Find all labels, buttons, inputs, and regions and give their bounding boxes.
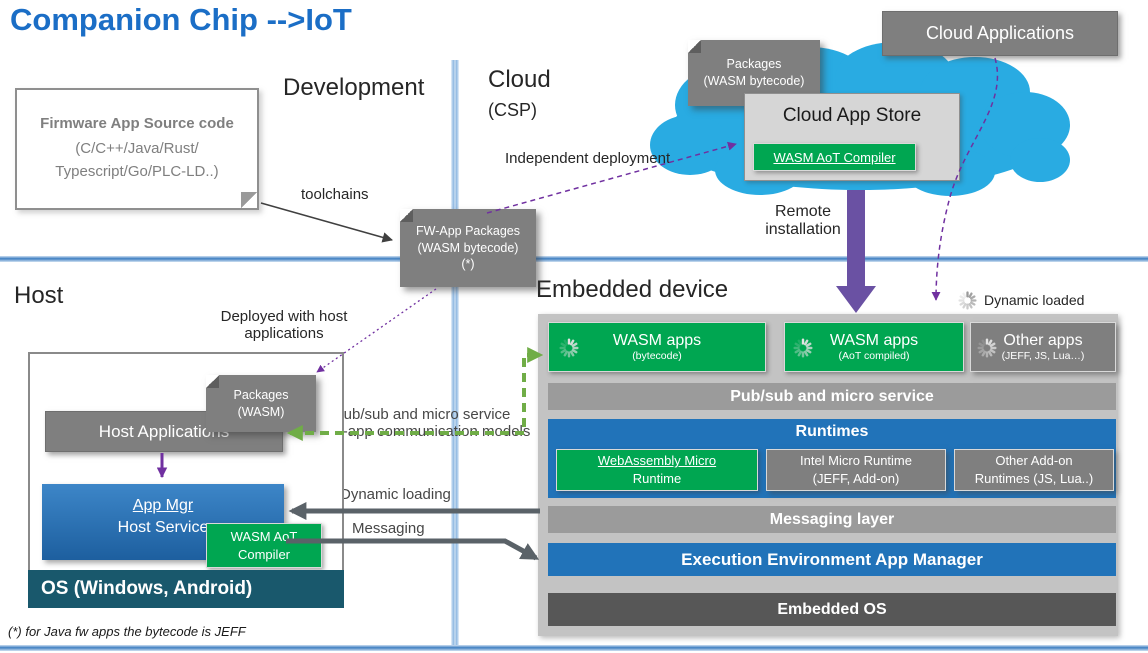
intel-micro-runtime-label: Intel Micro Runtime (JEFF, Add-on) [800, 453, 912, 486]
cloud-applications-label: Cloud Applications [925, 23, 1075, 43]
other-apps-title: Other apps [1003, 331, 1083, 349]
host-service-label: Host Service [117, 519, 209, 537]
other-apps-subtitle: (JEFF, JS, Lua…) [1001, 349, 1085, 362]
spinner-icon [977, 338, 997, 358]
page-title: Companion Chip -->IoT [10, 2, 352, 37]
messaging-layer-bar: Messaging layer [548, 506, 1116, 533]
folded-corner-icon [241, 192, 257, 208]
footnote: (*) for Java fw apps the bytecode is JEF… [8, 624, 246, 639]
other-addon-runtimes-label: Other Add-on Runtimes (JS, Lua..) [974, 453, 1094, 486]
messaging-layer-label: Messaging layer [769, 510, 895, 528]
cloud-wasm-aot-compiler-box: WASM AoT Compiler [753, 143, 916, 171]
fw-app-packages-text: FW-App Packages (WASM bytecode) (*) [416, 223, 520, 272]
embedded-os-label: Embedded OS [777, 600, 887, 618]
toolchains-arrow [260, 202, 394, 243]
fw-app-packages-note: FW-App Packages (WASM bytecode) (*) [400, 209, 536, 287]
firmware-source-languages: (C/C++/Java/Rust/ Typescript/Go/PLC-LD..… [55, 140, 219, 180]
independent-deployment-label: Independent deployment [505, 150, 671, 167]
wamr-label-line2: Runtime [632, 471, 682, 486]
spinner-icon [793, 338, 813, 358]
other-addon-runtimes-box: Other Add-on Runtimes (JS, Lua..) [954, 449, 1114, 491]
cloud-label: Cloud [488, 66, 551, 93]
cloud-app-store-label: Cloud App Store [782, 105, 922, 126]
intel-micro-runtime-box: Intel Micro Runtime (JEFF, Add-on) [766, 449, 946, 491]
dynamic-loaded-label: Dynamic loaded [984, 292, 1085, 308]
spinner-icon [958, 291, 977, 310]
webassembly-micro-runtime-box: WebAssembly Micro Runtime [556, 449, 758, 491]
bottom-border-line [0, 645, 1148, 651]
firmware-source-title: Firmware App Source code [40, 115, 234, 132]
packages-wasm-text: Packages (WASM) [233, 387, 289, 419]
messaging-label: Messaging [352, 520, 425, 537]
spinner-icon [559, 338, 579, 358]
folded-corner-icon [688, 40, 701, 53]
host-wasm-aot-compiler-label: WASM AoT Compiler [230, 528, 298, 562]
host-wasm-aot-compiler-box: WASM AoT Compiler [206, 523, 322, 568]
top-bottom-divider [0, 256, 1148, 262]
other-apps-box: Other apps (JEFF, JS, Lua…) [970, 322, 1116, 372]
wasm-apps-bytecode-title: WASM apps [612, 331, 702, 349]
app-mgr-label: App Mgr [132, 497, 194, 514]
embedded-os-bar: Embedded OS [548, 593, 1116, 626]
host-applications-label: Host Applications [98, 421, 230, 441]
runtimes-label: Runtimes [795, 423, 869, 440]
csp-label: (CSP) [488, 100, 537, 120]
cloud-applications-box: Cloud Applications [882, 11, 1118, 56]
wasm-apps-aot-box: WASM apps (AoT compiled) [784, 322, 964, 372]
wasm-apps-bytecode-subtitle: (bytecode) [632, 349, 682, 362]
cloud-wasm-aot-compiler-label: WASM AoT Compiler [773, 149, 896, 165]
pubsub-service-label: Pub/sub and micro service [730, 387, 934, 405]
pubsub-service-bar: Pub/sub and micro service [548, 383, 1116, 410]
dynamic-loading-label: Dynamic loading [340, 486, 451, 503]
execution-environment-label: Execution Environment App Manager [681, 549, 983, 569]
execution-environment-bar: Execution Environment App Manager [548, 543, 1116, 576]
wasm-apps-bytecode-box: WASM apps (bytecode) [548, 322, 766, 372]
host-label: Host [14, 282, 64, 309]
remote-installation-label: Remote installation [765, 203, 841, 238]
deployed-with-host-label: Deployed with host applications [220, 308, 348, 342]
wamr-label-line1: WebAssembly Micro [597, 453, 717, 469]
wasm-apps-aot-subtitle: (AoT compiled) [838, 349, 910, 362]
embedded-device-label: Embedded device [536, 276, 729, 303]
wasm-apps-aot-title: WASM apps [829, 331, 919, 349]
packages-wasm-bytecode-text: Packages (WASM bytecode) [703, 57, 805, 88]
host-os-bar: OS (Windows, Android) [28, 570, 344, 608]
packages-wasm-note: Packages (WASM) [206, 375, 316, 432]
development-label: Development [283, 74, 425, 101]
toolchains-label: toolchains [301, 186, 369, 203]
firmware-source-box: Firmware App Source code (C/C++/Java/Rus… [15, 88, 259, 210]
folded-corner-icon [206, 375, 219, 388]
development-cloud-divider [451, 60, 459, 645]
host-os-label: OS (Windows, Android) [41, 578, 253, 599]
folded-corner-icon [400, 209, 413, 222]
